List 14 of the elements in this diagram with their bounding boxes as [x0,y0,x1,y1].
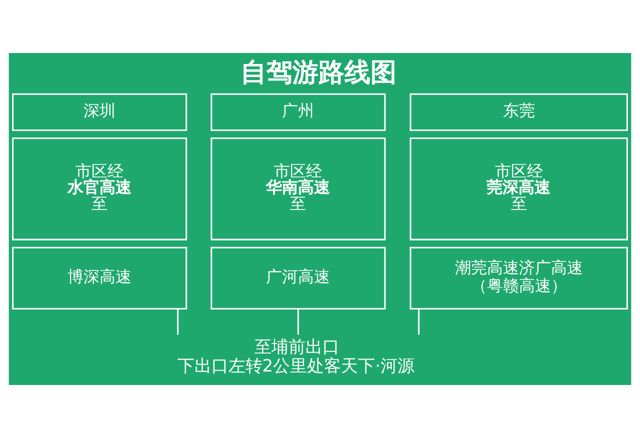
node-box: 深圳 [12,93,188,131]
node-text: 至埔前出口 下出口左转2公里处客天下·河源 [177,338,415,377]
node-box: 广州 [210,93,386,131]
connector [177,308,179,335]
node-box: 博深高速 [12,246,188,310]
node-box: 东莞 [410,93,628,131]
connector [418,308,420,335]
node-box: 市区经 莞深高速 至 [410,138,628,240]
diagram-title: 自驾游路线图 [240,58,397,88]
node-box: 市区经 华南高速 至 [210,138,386,240]
connector [297,308,299,335]
node-box: 市区经 水官高速 至 [12,138,188,240]
node-box: 广河高速 [210,246,386,310]
node-box: 潮莞高速济广高速（粤赣高速） [410,246,628,310]
